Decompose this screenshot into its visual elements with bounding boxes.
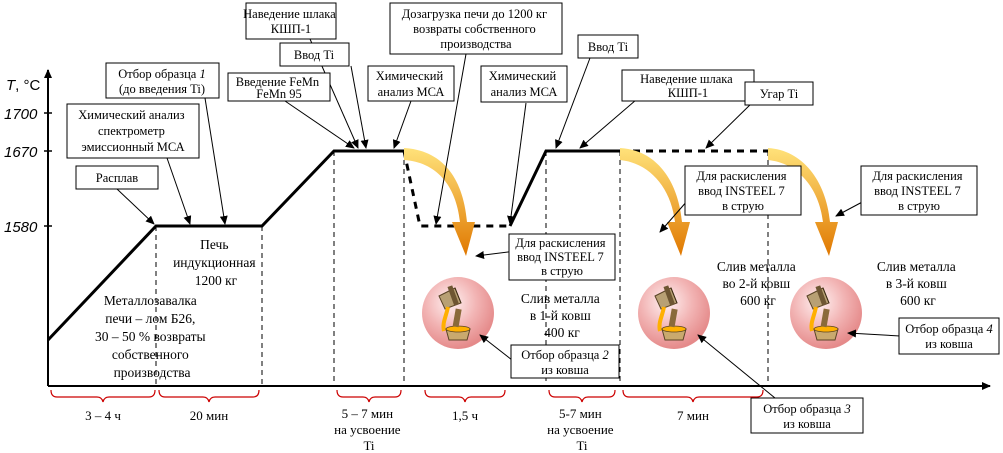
label-dozagruzka: Дозагрузка печи до 1200 кг возвраты собс…	[402, 7, 550, 51]
pour-arrow-3	[768, 148, 838, 256]
label-otbor-2-line2: из ковша	[541, 363, 589, 377]
label-himanaliz-3: Химический анализ МСА	[489, 69, 560, 99]
ladle-icon	[636, 275, 712, 351]
label-otbor-1-line1: Отбор образца 1	[118, 67, 205, 81]
ladle-icon	[788, 275, 864, 351]
label-rasplav: Расплав	[96, 171, 139, 185]
label-otbor-3-line1: Отбор образца 3	[763, 402, 850, 416]
label-himanaliz-2: Химический анализ МСА	[376, 69, 447, 99]
label-otbor-4-line1: Отбор образца 4	[905, 322, 992, 336]
temperature-curve-dashed-1	[402, 150, 510, 228]
duration-3: 5 – 7 мин на усвоение Ti	[334, 406, 404, 453]
tick-1700: 1700	[4, 106, 38, 123]
text-pech-indukcionnaya: Печь индукционная 1200 кг	[173, 237, 259, 288]
label-himanaliz-spectrometr: Химический анализ спектрометр эмиссионны…	[78, 108, 187, 154]
label-vvod-ti-2: Ввод Ti	[588, 40, 629, 54]
duration-1: 3 – 4 ч	[85, 408, 121, 423]
label-raskislenie-1: Для раскисления ввод INSTEEL 7 в струю	[515, 236, 608, 278]
label-raskislenie-3: Для раскисления ввод INSTEEL 7 в струю	[872, 169, 965, 213]
label-vvod-ti-1: Ввод Ti	[294, 48, 335, 62]
y-axis-label: T, °C	[6, 77, 41, 94]
label-otbor-2-line1: Отбор образца 2	[521, 348, 608, 362]
label-raskislenie-2: Для раскисления ввод INSTEEL 7 в струю	[696, 169, 789, 213]
pour-arrow-1	[404, 148, 475, 256]
label-otbor-1-line2: (до введения Ti)	[119, 82, 205, 96]
label-vvedenie-femn: Введение FeMn FeMn 95	[236, 75, 323, 101]
duration-5: 5-7 мин на усвоение Ti	[547, 406, 617, 453]
pour-arrow-2	[620, 148, 690, 256]
label-navedenie-shlaka-1: Наведение шлака КШП-1	[243, 7, 339, 36]
label-boxes	[66, 2, 1000, 434]
label-otbor-4-line2: из ковша	[925, 337, 973, 351]
duration-braces	[50, 389, 764, 403]
tick-1580: 1580	[4, 219, 38, 236]
duration-2: 20 мин	[190, 408, 228, 423]
text-sliv-2: Слив металла во 2-й ковш 600 кг	[717, 259, 799, 308]
text-sliv-1: Слив металла в 1-й ковш 400 кг	[521, 291, 603, 340]
label-navedenie-shlaka-2: Наведение шлака КШП-1	[640, 72, 736, 100]
y-axis-label-unit: , °C	[15, 77, 40, 94]
duration-6: 7 мин	[677, 408, 709, 423]
ladle-icon	[420, 275, 496, 351]
y-axis-label-t: T	[6, 77, 17, 94]
label-ugar-ti: Угар Ti	[760, 87, 799, 101]
text-metallozavalka: Металлозавалка печи – лом Б26, 30 – 50 %…	[95, 293, 209, 380]
label-otbor-3-line2: из ковша	[783, 417, 831, 431]
text-sliv-3: Слив металла в 3-й ковш 600 кг	[877, 259, 959, 308]
temperature-curve-2	[508, 149, 620, 227]
duration-4: 1,5 ч	[452, 408, 479, 423]
tick-1670: 1670	[4, 144, 38, 161]
